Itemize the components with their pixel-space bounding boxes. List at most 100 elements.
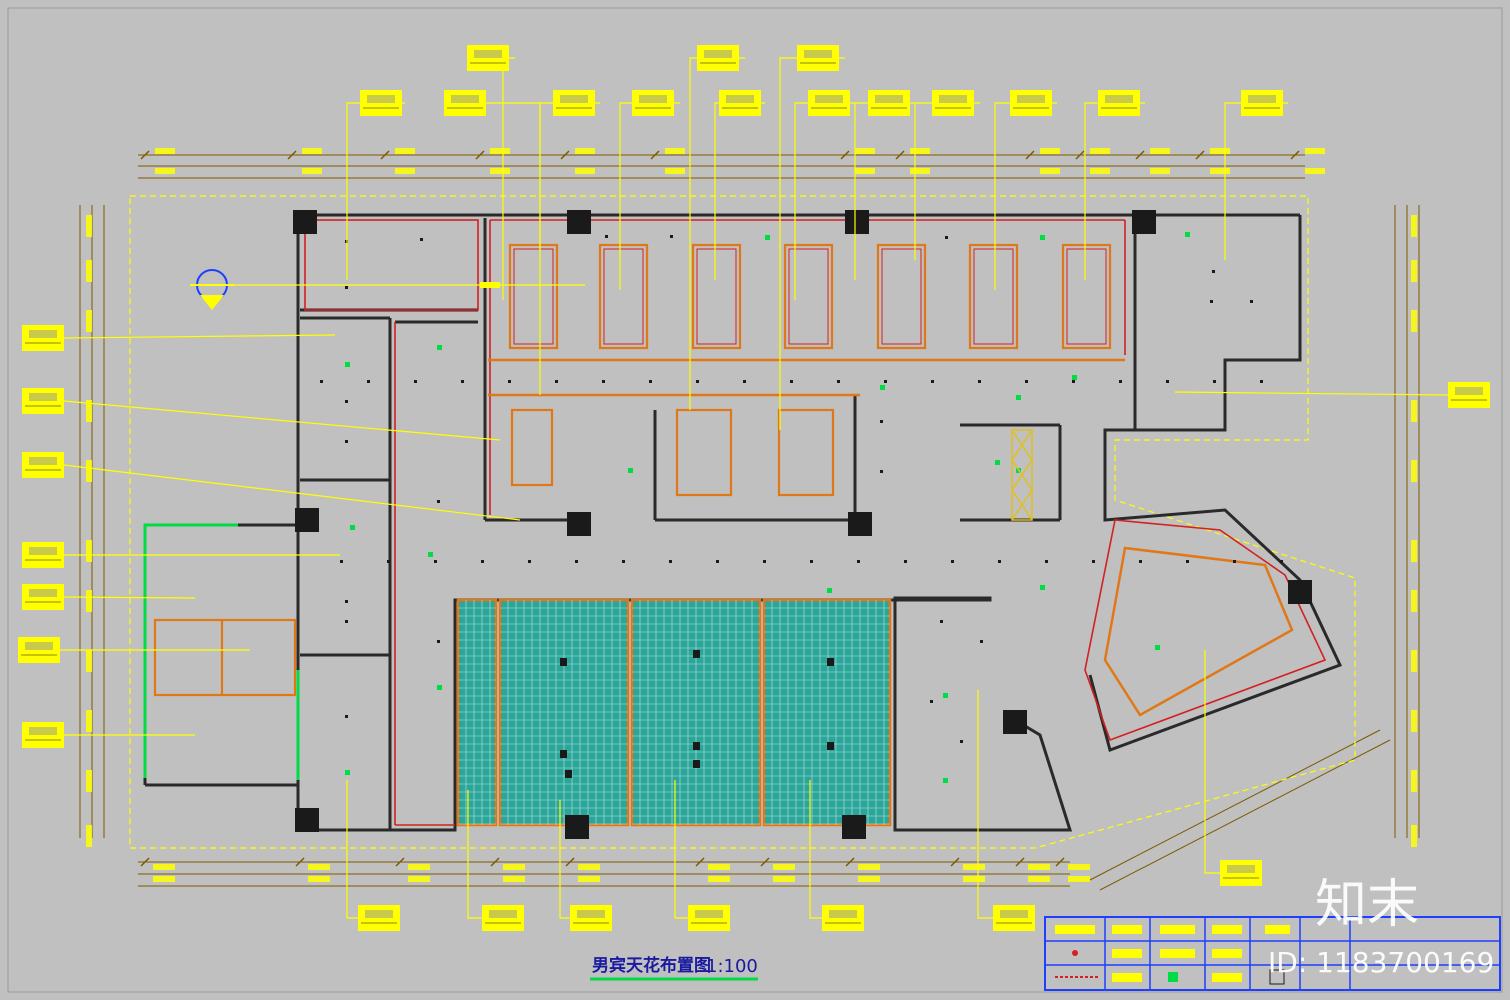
light-symbol-icon: [995, 460, 1000, 465]
light-dot: [904, 560, 907, 563]
light-symbol-icon: [345, 362, 350, 367]
section-tag-icon: [932, 90, 974, 116]
dimension-ticks: [86, 148, 1417, 882]
light-symbol-icon: [943, 693, 948, 698]
downlight: [693, 760, 700, 768]
dim-text-block: [1411, 310, 1417, 332]
light-dot: [716, 560, 719, 563]
leader: [467, 790, 482, 919]
light-dot: [345, 440, 348, 443]
room-frame-inner: [788, 248, 829, 345]
dim-tick: [490, 857, 500, 867]
section-tag-icon: [482, 905, 524, 931]
light-dot: [670, 235, 673, 238]
dim-text-block: [1411, 215, 1417, 237]
tag-inner: [451, 95, 479, 103]
room-frame-inner: [1066, 248, 1107, 345]
dim-tick: [1075, 150, 1085, 160]
dim-text-block: [858, 864, 880, 870]
legend-table: [1044, 916, 1501, 991]
light-dot: [481, 560, 484, 563]
section-tag-icon: [697, 45, 739, 71]
light-dot: [345, 286, 348, 289]
column: [842, 815, 866, 839]
dim-text-block: [153, 876, 175, 882]
dim-text-block: [708, 864, 730, 870]
dim-text-block: [302, 148, 322, 154]
light-dot: [461, 380, 464, 383]
light-dot: [978, 380, 981, 383]
light-dot: [1233, 560, 1236, 563]
dim-text-block: [1305, 148, 1325, 154]
tag-inner: [1017, 95, 1045, 103]
tag-inner: [29, 330, 57, 338]
section-tag-icon: [22, 452, 64, 478]
light-dot: [763, 560, 766, 563]
dim-text-block: [86, 460, 92, 482]
leader: [809, 780, 822, 919]
light-dot: [528, 560, 531, 563]
tag-inner: [1227, 865, 1255, 873]
dim-tick: [565, 857, 575, 867]
section-tag-icon: [868, 90, 910, 116]
dim-text-block: [395, 168, 415, 174]
dim-tick: [1290, 150, 1300, 160]
room-frame: [691, 243, 742, 350]
light-symbol-icon: [628, 468, 633, 473]
tag-inner: [365, 910, 393, 918]
leader: [63, 400, 501, 441]
orange-corridor-lines: [488, 358, 1294, 717]
tag-inner: [560, 95, 588, 103]
green-partitions: [143, 523, 300, 780]
light-symbol-icon: [437, 345, 442, 350]
leader: [854, 102, 915, 280]
drawing-title-block: 男宾天花布置图 1:100: [590, 955, 758, 981]
drawing-scale: 1:100: [706, 956, 758, 977]
section-tag-icon: [797, 45, 839, 71]
dim-tick: [1015, 857, 1025, 867]
light-dot: [437, 500, 440, 503]
light-dot: [669, 560, 672, 563]
light-dot: [414, 380, 417, 383]
light-dot: [345, 715, 348, 718]
light-dot: [837, 380, 840, 383]
light-symbol-icon: [1155, 645, 1160, 650]
dim-tick: [840, 150, 850, 160]
room-frame: [968, 243, 1019, 350]
dim-tick: [845, 857, 855, 867]
light-dot: [998, 560, 1001, 563]
dim-text-block: [308, 864, 330, 870]
light-dot: [1280, 560, 1283, 563]
north-arrow-icon: [190, 269, 585, 310]
room-frame: [783, 243, 834, 350]
leader: [63, 464, 521, 521]
shaft-crosses: [1011, 429, 1033, 521]
tag-inner: [804, 50, 832, 58]
leader-lines: [60, 57, 1449, 919]
column: [567, 512, 591, 536]
dim-text-block: [1411, 460, 1417, 482]
room-frame: [675, 408, 733, 497]
tag-inner: [367, 95, 395, 103]
tag-inner: [639, 95, 667, 103]
leader: [346, 780, 358, 919]
section-tag-icon: [822, 905, 864, 931]
dim-text-block: [86, 710, 92, 732]
light-dot: [1213, 380, 1216, 383]
light-dot: [880, 420, 883, 423]
dim-text-block: [773, 864, 795, 870]
section-tag-icon: [688, 905, 730, 931]
dim-text-block: [1411, 590, 1417, 612]
dim-text-block: [773, 876, 795, 882]
tag-inner: [704, 50, 732, 58]
dim-text-block: [1411, 540, 1417, 562]
dim-tick: [140, 150, 150, 160]
column: [848, 512, 872, 536]
light-dot: [320, 380, 323, 383]
dim-text-block: [86, 825, 92, 847]
dim-text-block: [708, 876, 730, 882]
dim-text-block: [86, 400, 92, 422]
light-dot: [1119, 380, 1122, 383]
dim-tick: [395, 857, 405, 867]
tag-inner: [29, 547, 57, 555]
